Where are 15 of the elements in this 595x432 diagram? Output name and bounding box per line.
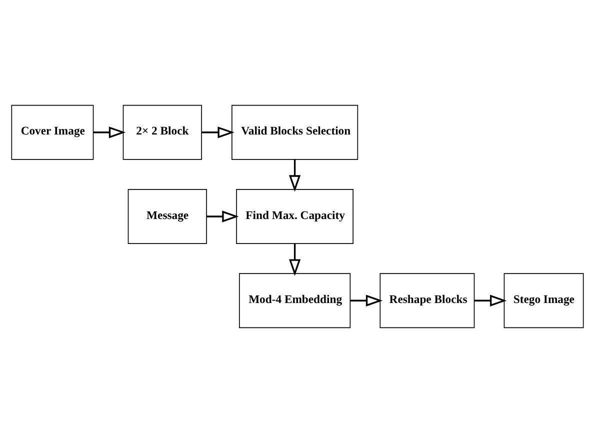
node-box: Mod-4 Embedding	[239, 272, 351, 328]
node-box: Stego Image	[504, 272, 584, 328]
arrow	[350, 294, 383, 306]
arrow	[202, 126, 234, 138]
arrow	[288, 159, 301, 192]
node-box: Message	[128, 188, 207, 244]
node-box: Valid Blocks Selection	[232, 104, 358, 160]
arrow	[474, 294, 507, 306]
node-box: Reshape Blocks	[380, 272, 475, 328]
arrow	[288, 243, 301, 276]
arrow	[206, 210, 239, 222]
node-box: 2× 2 Block	[122, 104, 202, 160]
node-box: Cover Image	[11, 104, 94, 160]
arrow	[93, 126, 126, 138]
node-box: Find Max. Capacity	[236, 188, 354, 244]
